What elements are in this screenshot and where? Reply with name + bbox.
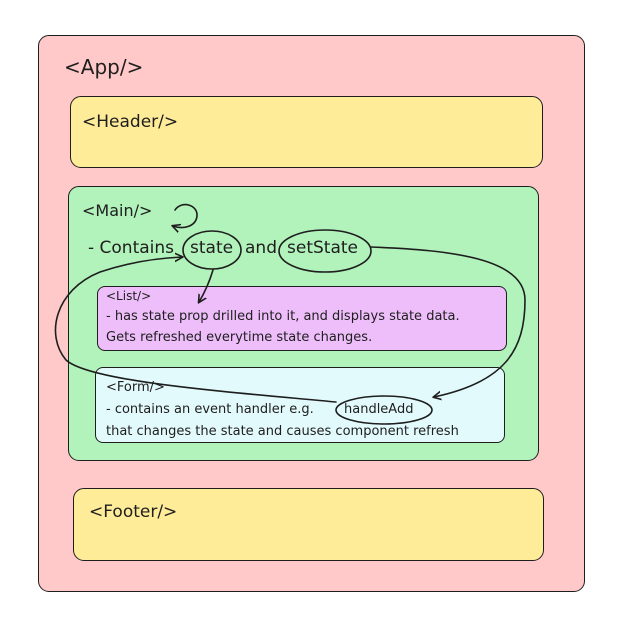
form-label: <Form/>: [106, 380, 165, 395]
header-component-box: [70, 96, 543, 168]
form-description-line2: that changes the state and causes compon…: [106, 424, 459, 439]
list-description-line1: - has state prop drilled into it, and di…: [106, 309, 460, 324]
main-label: <Main/>: [82, 201, 153, 220]
footer-component-box: [73, 488, 544, 561]
and-text: and: [245, 238, 277, 258]
footer-label: <Footer/>: [89, 502, 178, 522]
main-contains-text: - Contains: [88, 238, 175, 258]
list-label: <List/>: [106, 289, 152, 303]
form-description-line1: - contains an event handler e.g.: [106, 402, 314, 417]
state-label: state: [190, 238, 234, 258]
header-label: <Header/>: [82, 112, 179, 132]
handleadd-label: handleAdd: [344, 402, 414, 417]
list-description-line2: Gets refreshed everytime state changes.: [106, 330, 373, 345]
setstate-label: setState: [287, 238, 358, 258]
app-label: <App/>: [64, 55, 144, 79]
